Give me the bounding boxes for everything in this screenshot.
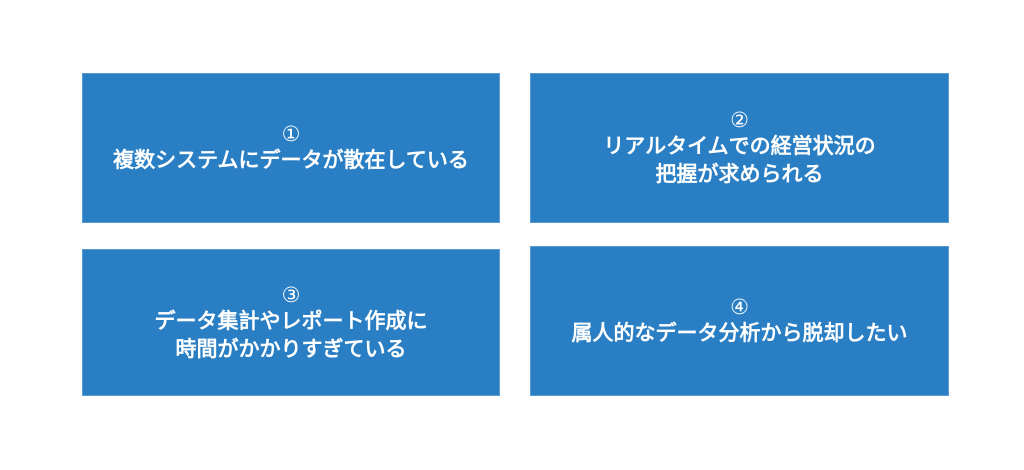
issue-text: 時間がかかりすぎている — [175, 336, 407, 361]
issue-text: データ集計やレポート作成に — [154, 308, 428, 333]
issue-number: ① — [281, 122, 301, 146]
issue-text: リアルタイムでの経営状況の — [603, 134, 876, 158]
issue-box-2: ② リアルタイムでの経営状況の 把握が求められる — [530, 73, 949, 223]
issue-box-3: ③ データ集計やレポート作成に 時間がかかりすぎている — [82, 249, 500, 396]
issue-box-1: ① 複数システムにデータが散在している — [82, 73, 500, 223]
issue-text: 複数システムにデータが散在している — [113, 148, 469, 172]
issue-number: ② — [730, 108, 749, 132]
issue-number: ③ — [281, 282, 301, 307]
issue-number: ④ — [730, 295, 749, 319]
issue-text: 把握が求められる — [655, 162, 824, 186]
issue-text: 属人的なデータ分析から脱却したい — [571, 321, 908, 345]
issue-box-4: ④ 属人的なデータ分析から脱却したい — [530, 246, 949, 396]
